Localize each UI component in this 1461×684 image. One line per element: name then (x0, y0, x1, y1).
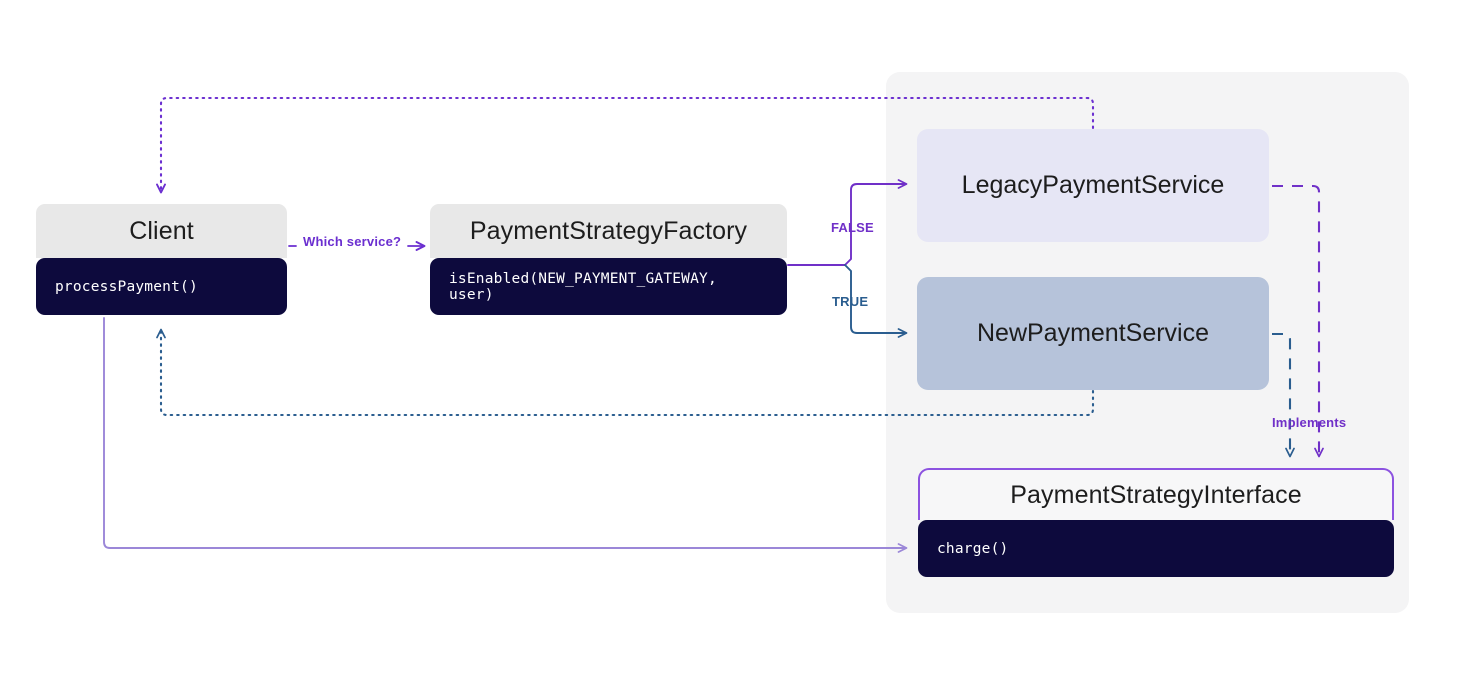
node-interface-method: charge() (918, 520, 1394, 577)
edge-label-which-service: Which service? (303, 234, 402, 249)
node-payment-strategy-factory[interactable]: PaymentStrategyFactory isEnabled(NEW_PAY… (430, 204, 787, 315)
node-client-title: Client (36, 204, 287, 258)
node-legacy-payment-service[interactable]: LegacyPaymentService (917, 129, 1269, 242)
edge-client-to-interface-charge (103, 317, 908, 553)
node-new-payment-service-label: NewPaymentService (976, 319, 1210, 347)
node-client[interactable]: Client processPayment() (36, 204, 287, 315)
edge-label-true: TRUE (832, 294, 869, 309)
node-interface-title: PaymentStrategyInterface (918, 468, 1394, 520)
node-factory-method: isEnabled(NEW_PAYMENT_GATEWAY, user) (430, 258, 787, 315)
edge-label-implements: Implements (1272, 415, 1347, 430)
node-payment-strategy-interface[interactable]: PaymentStrategyInterface charge() (918, 468, 1394, 577)
node-client-method: processPayment() (36, 258, 287, 315)
node-legacy-payment-service-label: LegacyPaymentService (961, 171, 1225, 199)
node-factory-title: PaymentStrategyFactory (430, 204, 787, 258)
edge-label-false: FALSE (831, 220, 874, 235)
node-new-payment-service[interactable]: NewPaymentService (917, 277, 1269, 390)
